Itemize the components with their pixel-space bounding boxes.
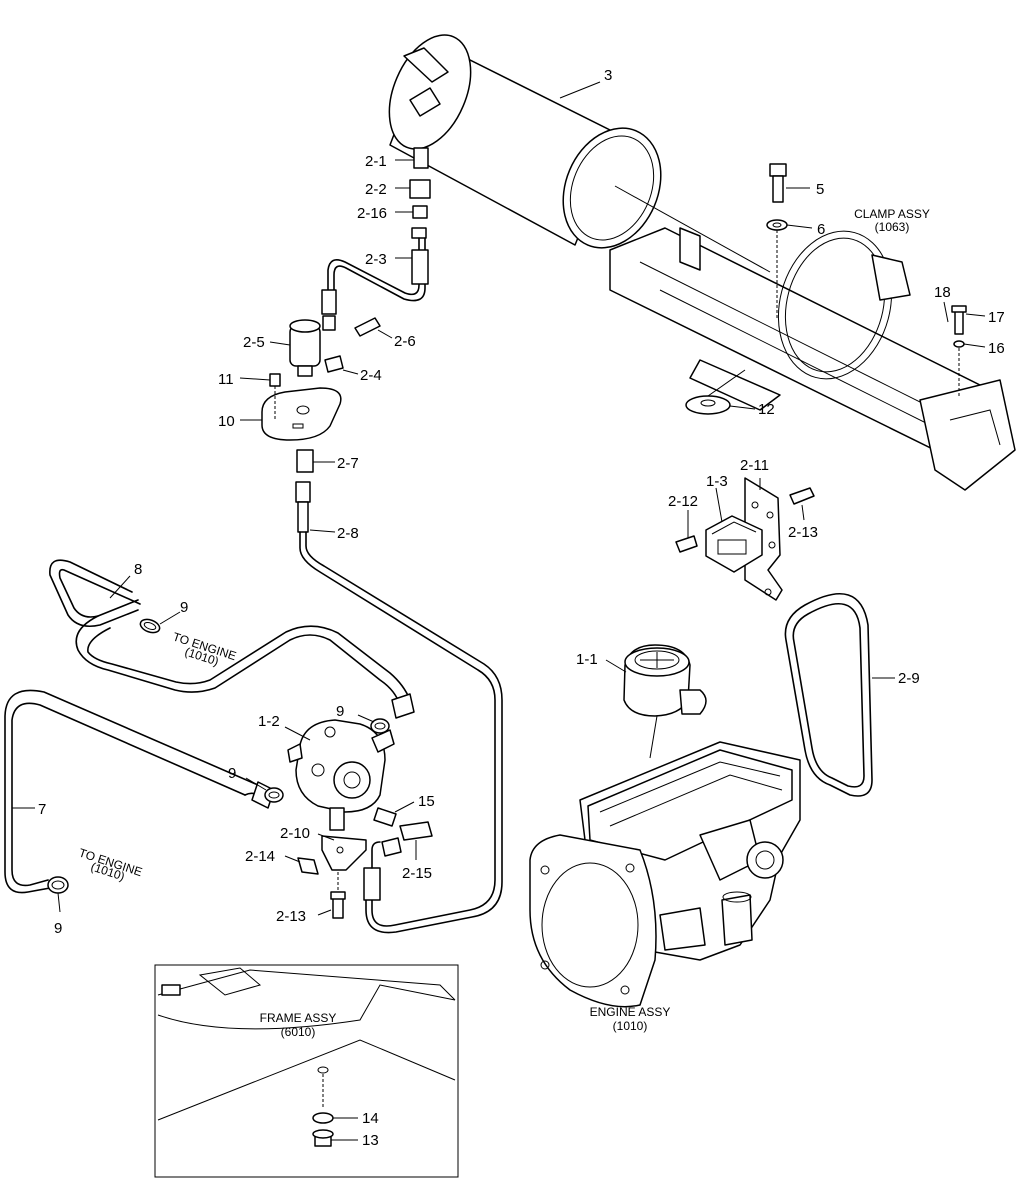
washer-plug bbox=[312, 1112, 358, 1147]
pin-washer-clip bbox=[943, 301, 986, 398]
lpg-tank bbox=[388, 34, 771, 273]
callout-2-6: 2-6 bbox=[394, 333, 416, 350]
frame-assy-title: FRAME ASSY bbox=[260, 1011, 337, 1025]
callout-1-1: 1-1 bbox=[576, 651, 598, 668]
engine-assy-code: (1010) bbox=[613, 1019, 648, 1033]
fuel-hose bbox=[321, 237, 429, 331]
callout-6: 6 bbox=[817, 221, 825, 238]
drive-belt bbox=[784, 593, 895, 797]
mounting-plate bbox=[239, 373, 342, 441]
hose-clamp bbox=[47, 876, 69, 913]
tank-bracket-assembly bbox=[609, 227, 1016, 491]
callout-10: 10 bbox=[218, 413, 235, 430]
callout-12: 12 bbox=[758, 401, 775, 418]
callout-8: 8 bbox=[134, 561, 142, 578]
sensor bbox=[373, 801, 433, 860]
vaporizer bbox=[284, 719, 395, 831]
vaporizer-bracket bbox=[284, 833, 367, 919]
callout-2-14: 2-14 bbox=[245, 848, 275, 865]
fuel-hose-long bbox=[295, 481, 503, 934]
callout-9-vaporizer-top: 9 bbox=[336, 703, 344, 720]
callout-2-1: 2-1 bbox=[365, 153, 387, 170]
callout-5: 5 bbox=[816, 181, 824, 198]
rubber-pad bbox=[685, 369, 756, 415]
clamp-assy-title: CLAMP ASSY bbox=[854, 207, 930, 221]
clamp-assy-code: (1063) bbox=[875, 220, 910, 234]
tank-fittings bbox=[395, 147, 431, 259]
bolt bbox=[769, 163, 810, 203]
callout-2-13-upper: 2-13 bbox=[788, 524, 818, 541]
engine-assy-title: ENGINE ASSY bbox=[590, 1005, 671, 1019]
hose-clamp bbox=[245, 777, 284, 803]
fitting bbox=[296, 449, 335, 473]
callout-3: 3 bbox=[604, 67, 612, 84]
callout-16: 16 bbox=[988, 340, 1005, 357]
ecu-bracket bbox=[675, 477, 815, 601]
coolant-hose-lower bbox=[4, 689, 275, 894]
coolant-hose-upper bbox=[49, 559, 415, 719]
callout-2-8: 2-8 bbox=[337, 525, 359, 542]
callout-2-7: 2-7 bbox=[337, 455, 359, 472]
callout-2-3: 2-3 bbox=[365, 251, 387, 268]
callout-9-upper: 9 bbox=[180, 599, 188, 616]
callout-2-4: 2-4 bbox=[360, 367, 382, 384]
hose-clamp bbox=[357, 714, 390, 734]
callout-1-3: 1-3 bbox=[706, 473, 728, 490]
callout-2-15: 2-15 bbox=[402, 865, 432, 882]
callout-2-16: 2-16 bbox=[357, 205, 387, 222]
callout-2-11: 2-11 bbox=[740, 457, 769, 474]
frame-assy-code: (6010) bbox=[281, 1025, 316, 1039]
callout-2-13-lower: 2-13 bbox=[276, 908, 306, 925]
callout-15: 15 bbox=[418, 793, 435, 810]
callout-2-10: 2-10 bbox=[280, 825, 310, 842]
hose-clamp bbox=[139, 611, 181, 634]
callout-2-12: 2-12 bbox=[668, 493, 698, 510]
callout-9-lower: 9 bbox=[54, 920, 62, 937]
callout-1-2: 1-2 bbox=[258, 713, 280, 730]
callout-2-2: 2-2 bbox=[365, 181, 387, 198]
fuel-filter bbox=[269, 317, 393, 377]
callout-labels: 3 5 6 12 16 17 18 2-1 2-2 2-16 2-3 2-5 2… bbox=[38, 67, 1005, 1149]
engine-assembly bbox=[529, 741, 801, 1008]
frame-inset bbox=[154, 964, 459, 1178]
callout-13: 13 bbox=[362, 1132, 379, 1149]
callout-7: 7 bbox=[38, 801, 46, 818]
callout-14: 14 bbox=[362, 1110, 379, 1127]
callout-9-vaporizer-left: 9 bbox=[228, 765, 236, 782]
callout-18: 18 bbox=[934, 284, 951, 301]
washer bbox=[766, 219, 813, 320]
callout-2-9: 2-9 bbox=[898, 670, 920, 687]
mixer bbox=[605, 644, 707, 759]
callout-17: 17 bbox=[988, 309, 1005, 326]
callout-2-5: 2-5 bbox=[243, 334, 265, 351]
callout-11: 11 bbox=[218, 371, 234, 388]
